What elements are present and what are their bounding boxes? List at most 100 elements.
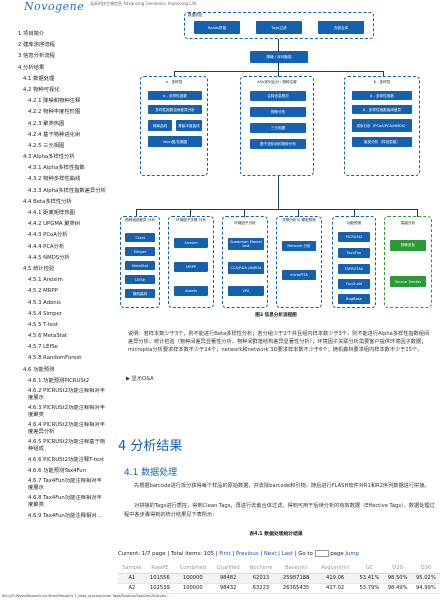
toc-item[interactable]: 4.6.1 功能预测PICRUSt2 — [28, 377, 90, 384]
toc-item[interactable]: 4.6.6 功能预测Tax4Fun — [28, 468, 86, 475]
bg5-item: Tax4Fun — [338, 248, 370, 258]
table-caption: 表4.1 数据处理统计结果 — [249, 532, 303, 537]
toc-item[interactable]: 4.3.2 物种多样性曲线 — [28, 176, 81, 183]
annotation-group — [240, 76, 314, 176]
pager-jump-link[interactable]: Jump — [345, 551, 360, 557]
table-cell: 26365435 — [277, 583, 315, 594]
company-logo: Novogene — [24, 0, 85, 13]
column-header[interactable]: GC — [355, 563, 384, 574]
toc-item[interactable]: 4.4.5 NMDS分析 — [28, 254, 70, 261]
column-header[interactable]: Q30 — [411, 563, 440, 574]
table-of-contents: 1 项目简介 2 建库测序流程 3 信息分析流程 4 分析结果 4.1 数据处理 4.2 … — [18, 30, 106, 590]
qc-group — [184, 12, 374, 39]
main-content: 数据质控 Reads拼接 Tags过滤 去嵌合体 降噪 / 序列聚类 α - 多… — [112, 0, 440, 600]
show-qa-toggle[interactable]: ▶ 显示Q&A — [126, 376, 154, 382]
pager-previous-link[interactable]: Previous — [235, 551, 259, 557]
toc-item[interactable]: 4.6.7 Tax4Fun功能注释相对丰度展示 — [28, 478, 102, 492]
toc-item[interactable]: 4.6.6 PICRUSt2功能注释T-test — [28, 457, 105, 463]
bg6-item: 物种进化 — [390, 240, 426, 251]
pager-first-link[interactable]: First — [219, 551, 231, 557]
logo-subtitle: 诺禾科技生物信息 Advancing Genomics, Improving L… — [90, 1, 197, 6]
alpha-item: 等级丰度曲线 — [176, 120, 202, 131]
table-pager: Current: 1/7 page | Total items: 105 | F… — [118, 550, 360, 557]
pager-total: Total items: 105 — [170, 551, 214, 557]
toc-item[interactable]: 4.2 物种可视化 — [23, 86, 60, 93]
toc-item[interactable]: 4.4 Beta多样性分析 — [23, 198, 72, 205]
toc-item[interactable]: 4 分析结果 — [18, 64, 45, 71]
toc-item[interactable]: 4.6.9 Tax4Fun功能注释相对丰度 — [28, 513, 106, 520]
bg3-item: VPA — [228, 286, 264, 296]
toc-item[interactable]: 4.1 数据处理 — [23, 75, 55, 82]
figure-note: 说明：若样本数少于3个，则不能进行Beta多样性分析；若分组少于2个并且组内样本… — [128, 331, 430, 354]
column-header[interactable]: Q20 — [383, 563, 412, 574]
toc-item[interactable]: 3 信息分析流程 — [18, 53, 55, 60]
column-header[interactable]: AvgLen(nt) — [314, 563, 356, 574]
pager-last-link[interactable]: Last — [281, 551, 293, 557]
alpha-item: 多样性指数组间差异分析 — [148, 105, 202, 114]
pager-next-link[interactable]: Next — [263, 551, 277, 557]
flow-box-chimera: 去嵌合体 — [318, 21, 364, 34]
annotation-item: 注释信息概况 — [250, 91, 306, 101]
toc-item[interactable]: 4.6.5 PICRUSt2功能注释基于物种组成 — [28, 439, 106, 452]
report-header: Novogene 诺禾科技生物信息 Advancing Genomics, Im… — [0, 0, 440, 14]
toc-item[interactable]: 4.4.2 UPGMA 聚类树 — [28, 221, 81, 228]
toc-item[interactable]: 4.5.6 MetaStat — [28, 333, 68, 340]
beta-group — [344, 76, 420, 176]
toc-item[interactable]: 4.2.3 聚类热图 — [28, 120, 65, 127]
toc-item[interactable]: 4.3.3 Alpha多样性指数差异分析 — [28, 187, 106, 194]
bg2-item: Anosim — [174, 238, 208, 248]
table-cell: 98482 — [211, 573, 245, 584]
bottom-group-3 — [222, 216, 268, 308]
subsection-title: 4.1 数据处理 — [124, 468, 178, 478]
toc-item[interactable]: 4.5.7 LEfSe — [28, 344, 58, 351]
column-header[interactable]: Qualified — [211, 563, 245, 574]
column-header[interactable]: Sample — [118, 563, 146, 574]
alpha-item: α - 多样性指数 — [148, 91, 202, 100]
toc-item[interactable]: 4.4.3 PCoA分析 — [28, 232, 68, 239]
toc-item[interactable]: 4.6 功能预测 — [23, 366, 55, 373]
toc-item[interactable]: 4.6.3 PICRUSt2功能注释相对丰度聚类 — [28, 405, 106, 418]
toc-item[interactable]: 1 项目简介 — [18, 31, 45, 37]
bg5-item: FunGuild — [338, 279, 370, 289]
toc-item[interactable]: 4.3 Alpha多样性分析 — [23, 154, 75, 161]
column-header[interactable]: RawPE — [145, 563, 174, 574]
toc-item[interactable]: 4.6.2 PICRUSt2功能注释相对丰度展示 — [28, 388, 106, 401]
toc-item[interactable]: 4.5.3 Adonis — [28, 299, 61, 306]
bg5-item: PICRUSt2 — [338, 232, 370, 242]
bg5-item: BugBase — [338, 294, 370, 304]
toc-item[interactable]: 4.5 统计检验 — [23, 265, 55, 272]
paragraph: 对拼接的Tags进行质控，得到Clean Tags，再进行去嵌合体过滤，得到可用… — [124, 503, 435, 518]
toc-item[interactable]: 4.2.1 降噪和物种注释 — [28, 98, 81, 105]
toc-item[interactable]: 4.3.1 Alpha多样性指数 — [28, 165, 85, 172]
toc-item[interactable]: 4.2.2 物种丰度柱形图 — [28, 109, 81, 116]
toc-item[interactable]: 4.5.1 Anosim — [28, 277, 63, 284]
toc-item[interactable]: 4.2.4 基于物种进化树 — [28, 131, 81, 138]
toc-item[interactable]: 4.6.4 PICRUSt2功能注释相对丰度差异分析 — [28, 422, 106, 435]
pager-goto-label: Go to — [298, 551, 313, 557]
toc-item[interactable]: 2 建库测序流程 — [18, 42, 55, 49]
table-cell: 63223 — [244, 583, 278, 594]
toc-item[interactable]: 4.6.8 Tax4Fun功能注释相对丰度聚类 — [28, 495, 102, 509]
column-header[interactable]: Base(nt) — [277, 563, 315, 574]
column-header[interactable]: Nochime — [244, 563, 278, 574]
toc-item[interactable]: 4.5.2 MRPP — [28, 288, 58, 295]
table-cell: 53.41% — [355, 573, 384, 584]
bg1-item: LEfSe — [125, 275, 155, 284]
toc-item[interactable]: 4.5.4 Simper — [28, 310, 62, 317]
bottom-group-label: 功能预测 — [346, 221, 362, 225]
bg1-item: 随机森林 — [125, 289, 155, 298]
flow-box-reads: Reads拼接 — [194, 21, 240, 34]
toc-item[interactable]: 4.4.1 距离矩阵热图 — [28, 210, 75, 216]
analysis-flowchart: 数据质控 Reads拼接 Tags过滤 去嵌合体 降噪 / 序列聚类 α - 多… — [118, 4, 436, 309]
beta-item: β - 多样性指数组间差异 — [352, 105, 412, 114]
column-header[interactable]: Combined — [174, 563, 212, 574]
toc-item[interactable]: 4.4.4 PCA分析 — [28, 243, 65, 250]
toc-item[interactable]: 4.5.8 RandomForest — [28, 355, 82, 362]
toc-item[interactable]: 4.2.5 三元相图 — [28, 142, 65, 149]
alpha-head: α - 多样性 — [165, 80, 183, 84]
toc-item[interactable]: 4.5.5 T-test — [28, 321, 58, 328]
page-number-input[interactable] — [314, 550, 329, 557]
